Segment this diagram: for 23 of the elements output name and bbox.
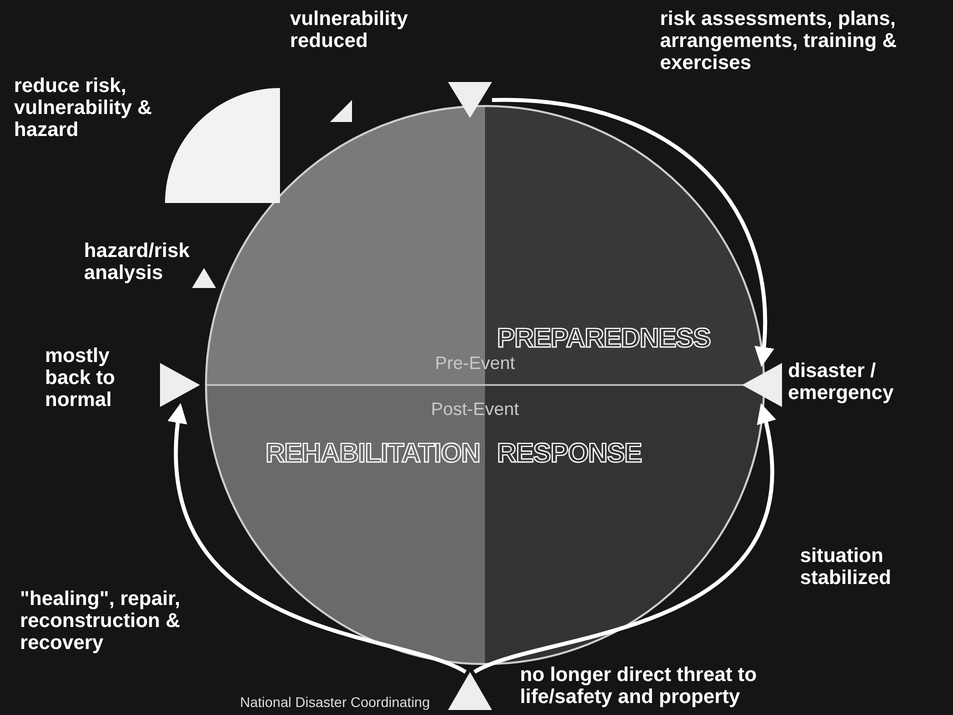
cycle-arrow [492, 98, 774, 367]
annotation: no longer direct threat to life/safety and property [520, 664, 758, 708]
annotation: National Disaster Coordinating [240, 693, 431, 712]
annotation: situation stabilized [800, 545, 892, 589]
annotation: disaster / emergency [788, 360, 895, 404]
annotation: hazard/risk analysis [84, 240, 191, 284]
triangle-marker [448, 82, 492, 118]
annotation: reduce risk, vulnerability & hazard [14, 75, 153, 141]
phase-title: REHABILITATION [264, 437, 480, 470]
triangle-marker [330, 100, 352, 122]
triangle-marker [742, 363, 782, 407]
annotation: mostly back to normal [45, 345, 116, 411]
phase-title: RESPONSE [497, 437, 642, 470]
annotation: risk assessments, plans, arrangements, training & exercises [660, 8, 898, 74]
cycle-arrow [474, 403, 775, 674]
triangle-marker [192, 268, 216, 288]
annotation: vulnerability reduced [290, 8, 409, 52]
annotation: "healing", repair, reconstruction & recovery [20, 588, 182, 654]
triangle-marker [160, 363, 200, 407]
phase-title: PREPAREDNESS [497, 322, 710, 355]
annotation: Post-Event [430, 398, 520, 421]
triangle-marker [448, 672, 492, 710]
cycle-arrow [168, 403, 466, 674]
